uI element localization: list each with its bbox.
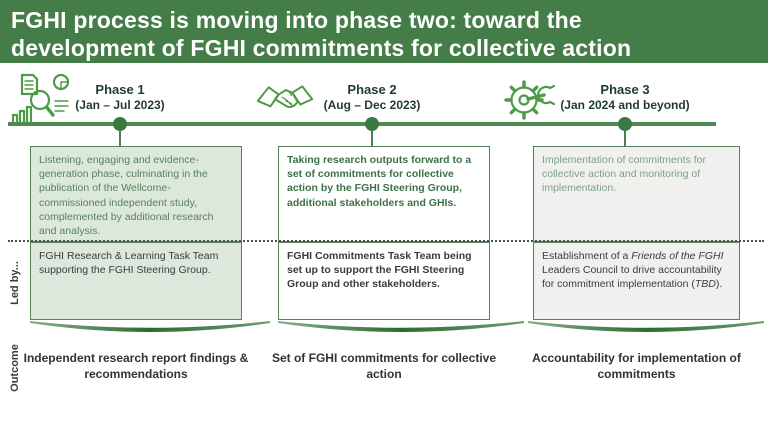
- phase1-led-by-box: FGHI Research & Learning Task Team suppo…: [30, 242, 242, 320]
- phase3-led-by-box: Establishment of a Friends of the FGHI L…: [533, 242, 740, 320]
- connector-phase1: [119, 131, 121, 147]
- phase2-led-by-box: FGHI Commitments Task Team being set up …: [278, 242, 490, 320]
- phase2-label: Phase 2 (Aug – Dec 2023): [282, 82, 462, 114]
- phase1-outcome-text: Independent research report findings & r…: [23, 351, 249, 382]
- connector-phase2: [371, 131, 373, 147]
- phase2-dates: (Aug – Dec 2023): [323, 98, 421, 113]
- led-by-row-label: Led by...: [9, 261, 21, 305]
- chevron-down-icon: [30, 321, 270, 337]
- phase3-dates: (Jan 2024 and beyond): [560, 98, 690, 113]
- phase3-description-box: Implementation of commitments for collec…: [533, 146, 740, 242]
- phase1-description-box: Listening, engaging and evidence-generat…: [30, 146, 242, 242]
- gear-wrench-icon: [504, 77, 556, 123]
- timeline-dot-phase3: [618, 117, 632, 131]
- phase3-led-by-text: Establishment of a Friends of the FGHI L…: [542, 250, 724, 291]
- phase2-outcome-text: Set of FGHI commitments for collective a…: [271, 351, 497, 382]
- phase1-description-text: Listening, engaging and evidence-generat…: [39, 154, 214, 237]
- chevron-down-icon: [278, 321, 524, 337]
- phase1-dates: (Jan – Jul 2023): [75, 98, 165, 113]
- slide-title: FGHI process is moving into phase two: t…: [11, 7, 632, 62]
- phase3-outcome-text: Accountability for implementation of com…: [532, 351, 741, 382]
- handshake-icon: [256, 78, 314, 122]
- timeline-dot-phase2: [365, 117, 379, 131]
- connector-phase3: [624, 131, 626, 147]
- timeline-line: [8, 122, 716, 126]
- phase2-description-box: Taking research outputs forward to a set…: [278, 146, 490, 242]
- dotted-divider: [8, 240, 764, 242]
- phase1-name: Phase 1: [95, 82, 145, 97]
- timeline-dot-phase1: [113, 117, 127, 131]
- phase3-name: Phase 3: [600, 82, 650, 97]
- slide-header: FGHI process is moving into phase two: t…: [0, 0, 768, 63]
- phase3-label: Phase 3 (Jan 2024 and beyond): [535, 82, 715, 114]
- phase2-description-text: Taking research outputs forward to a set…: [287, 154, 472, 209]
- chevron-down-icon: [528, 321, 764, 337]
- phase2-name: Phase 2: [347, 82, 397, 97]
- phase3-description-text: Implementation of commitments for collec…: [542, 154, 706, 195]
- phase1-label: Phase 1 (Jan – Jul 2023): [30, 82, 210, 114]
- phase2-led-by-text: FGHI Commitments Task Team being set up …: [287, 250, 472, 291]
- research-analysis-icon: [10, 73, 72, 125]
- phase1-led-by-text: FGHI Research & Learning Task Team suppo…: [39, 250, 219, 277]
